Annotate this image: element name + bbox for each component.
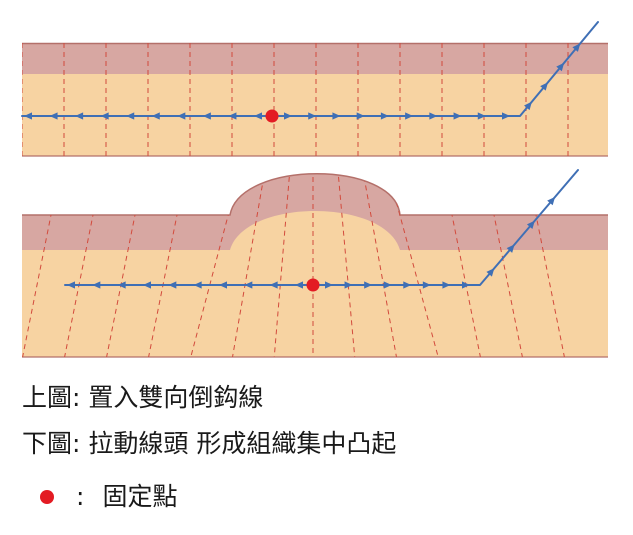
arrowhead-icon (540, 82, 549, 91)
bottom-panel (22, 169, 608, 358)
arrowhead-icon (254, 112, 262, 120)
bottom-barbed-thread (64, 169, 579, 289)
top-barbed-thread (21, 21, 599, 120)
legend-label: 固定點 (102, 482, 178, 511)
thread-lift-diagram (21, 21, 608, 358)
arrowhead-icon (168, 281, 177, 289)
arrowhead-icon (526, 220, 535, 230)
arrowhead-icon (462, 281, 470, 289)
arrowhead-icon (524, 101, 532, 111)
arrowhead-icon (24, 112, 32, 120)
arrowhead-icon (117, 281, 126, 289)
arrowhead-icon (244, 281, 253, 289)
arrowhead-icon (502, 112, 510, 120)
arrowhead-icon (477, 112, 486, 120)
top-panel (21, 21, 608, 157)
dash-line (335, 173, 356, 357)
arrowhead-icon (453, 112, 462, 120)
dash-line (273, 173, 293, 357)
arrowhead-icon (556, 62, 565, 72)
arrowhead-icon (308, 112, 317, 120)
arrowhead-icon (405, 112, 414, 120)
arrowhead-icon (429, 112, 438, 120)
bottom-band-edge (22, 173, 608, 216)
arrowhead-icon (380, 112, 389, 120)
arrowhead-icon (202, 112, 211, 120)
arrowhead-icon (284, 112, 292, 120)
caption-top: 上圖: 置入雙向倒鈎線 (22, 383, 264, 412)
arrowhead-icon (67, 281, 75, 289)
thread-line (64, 169, 579, 286)
arrowhead-icon (49, 112, 58, 120)
bottom-skin-band (22, 173, 608, 250)
red-dot-icon (40, 490, 54, 504)
arrowhead-icon (151, 112, 160, 120)
arrowhead-icon (422, 281, 431, 289)
caption-bottom: 下圖: 拉動線頭 形成組織集中凸起 (22, 429, 397, 458)
arrowhead-icon (403, 281, 412, 289)
arrowhead-icon (383, 281, 392, 289)
arrowhead-icon (356, 112, 365, 120)
arrowhead-icon (92, 281, 101, 289)
arrowhead-icon (177, 112, 186, 120)
thread-line (21, 21, 599, 117)
arrowhead-icon (547, 196, 556, 206)
arrowhead-icon (344, 281, 353, 289)
top-fixed-point (265, 109, 279, 123)
arrowhead-icon (143, 281, 151, 289)
legend: : 固定點 (40, 482, 177, 512)
arrowhead-icon (506, 244, 515, 253)
arrowhead-icon (364, 281, 373, 289)
top-tissue-dash-lines (22, 43, 569, 156)
top-skin-band (22, 43, 608, 74)
arrowhead-icon (75, 112, 84, 120)
arrowhead-icon (572, 43, 581, 52)
arrowhead-icon (332, 112, 341, 120)
arrowhead-icon (219, 281, 227, 289)
arrowhead-icon (486, 268, 495, 277)
arrowhead-icon (295, 281, 303, 289)
arrowhead-icon (442, 281, 451, 289)
legend-colon: : (76, 482, 85, 511)
arrowhead-icon (100, 112, 109, 120)
arrowhead-icon (269, 281, 278, 289)
arrowhead-icon (193, 281, 202, 289)
arrowhead-icon (126, 112, 135, 120)
arrowhead-icon (228, 112, 237, 120)
arrowhead-icon (325, 281, 333, 289)
bottom-fixed-point (306, 278, 320, 292)
